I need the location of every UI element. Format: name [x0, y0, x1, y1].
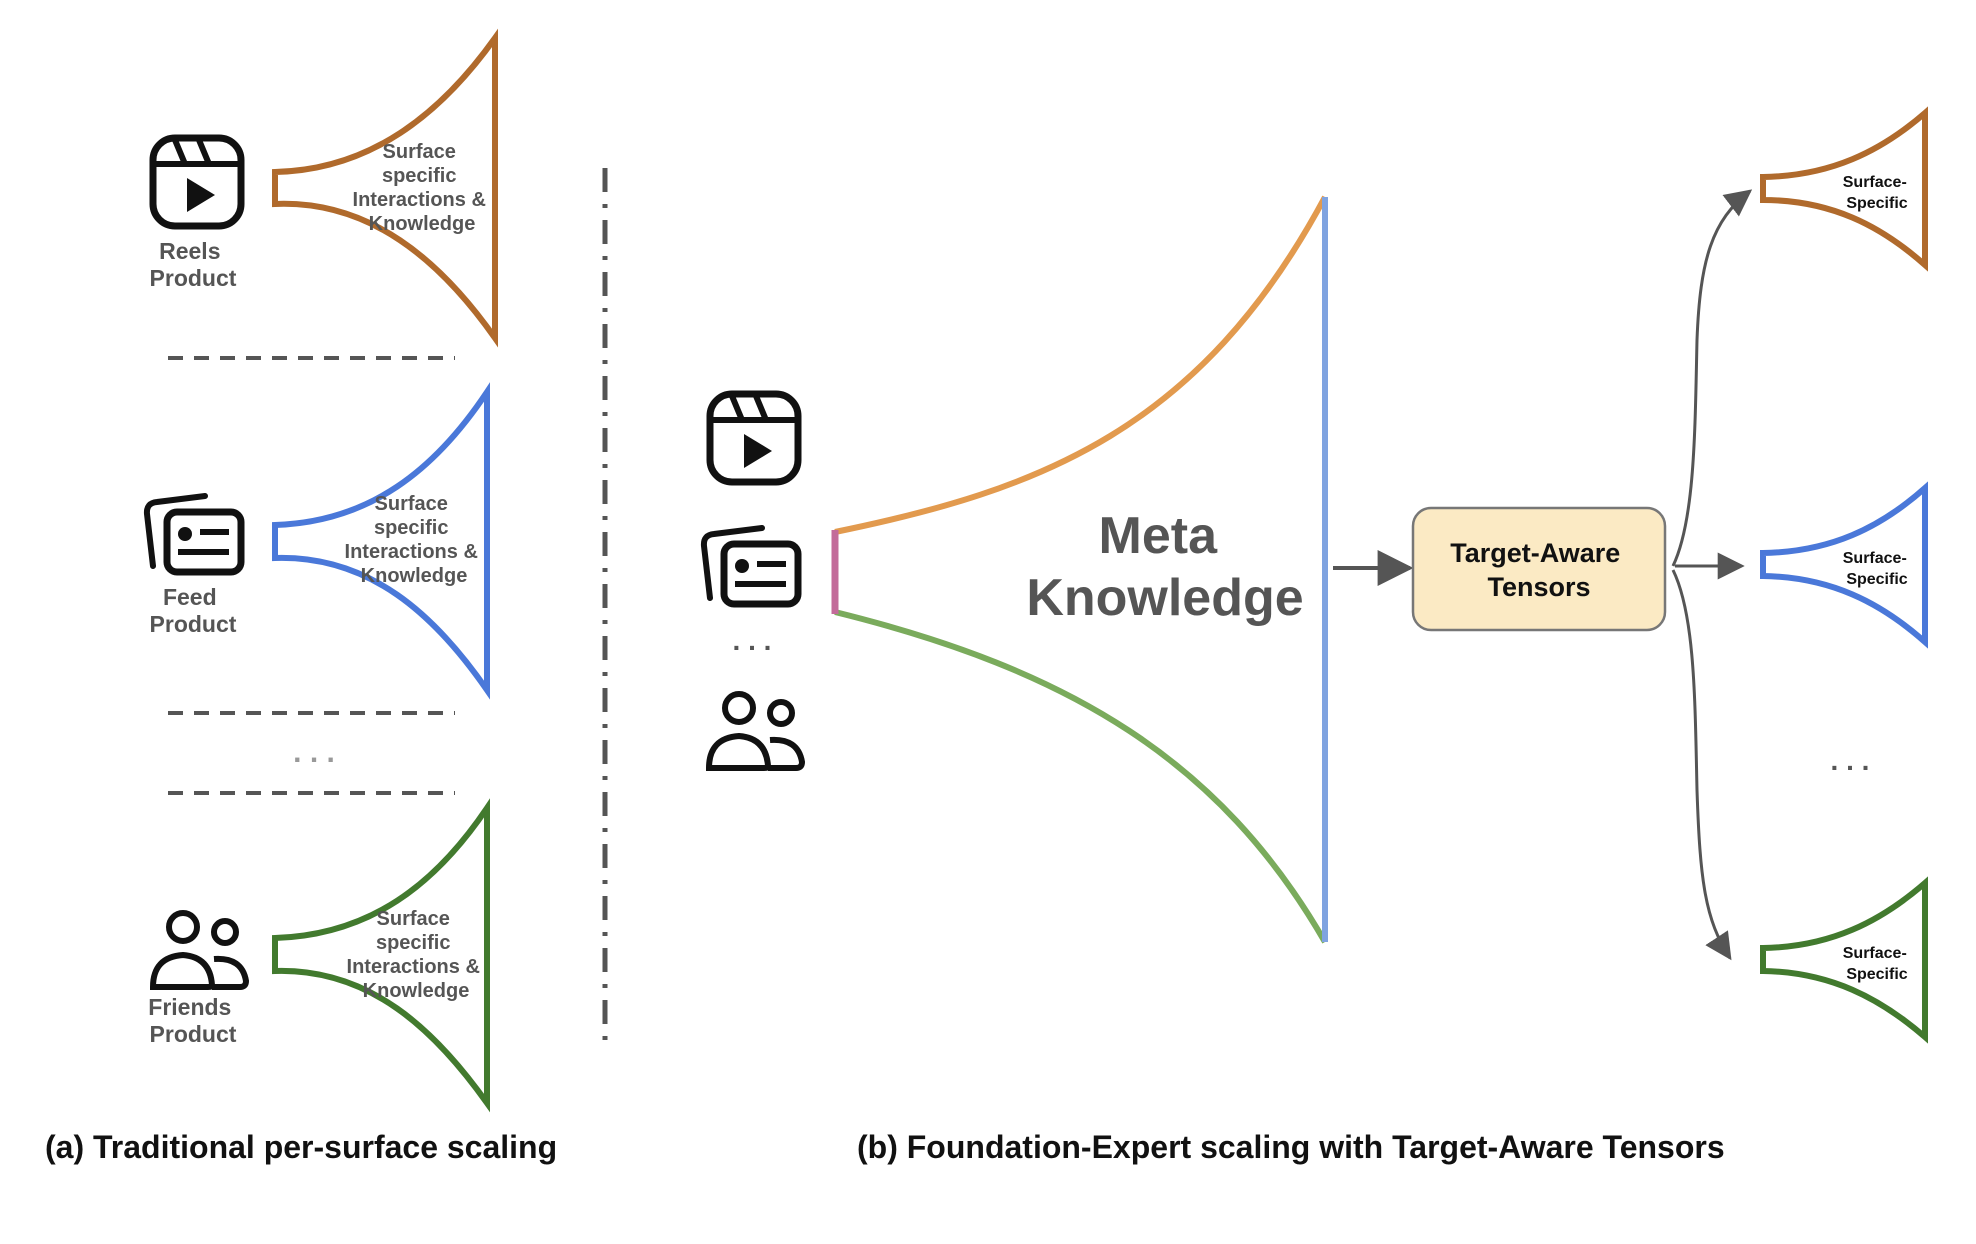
funnel-top-curve: [834, 195, 1328, 535]
friends-icon: [149, 910, 250, 990]
expert-label: Surface- Specific: [1843, 174, 1911, 212]
tensors-label: Target-Aware Tensors: [1450, 538, 1628, 602]
reels-product-label: Reels Product: [150, 238, 237, 291]
feed-icon: [700, 525, 802, 608]
caption-a: (a) Traditional per-surface scaling: [45, 1129, 557, 1165]
expert-funnel-reels: Surface- Specific: [1760, 106, 1928, 272]
branch-arrow-top: [1671, 189, 1753, 567]
friends-icon: [705, 691, 806, 771]
reels-surface-funnel: Surface specific Interactions & Knowledg…: [272, 28, 498, 348]
funnel-bottom-curve: [834, 609, 1328, 944]
ellipsis: . . .: [733, 625, 772, 656]
meta-knowledge-funnel: Meta Knowledge: [831, 195, 1328, 944]
panel-a: Surface specific Interactions & Knowledg…: [45, 28, 557, 1165]
meta-knowledge-label: Meta Knowledge: [1026, 507, 1303, 627]
expert-funnel-feed: Surface- Specific: [1760, 481, 1928, 649]
ellipsis: . . .: [1831, 745, 1870, 776]
caption-b: (b) Foundation-Expert scaling with Targe…: [857, 1129, 1725, 1165]
ellipsis: . . .: [293, 736, 335, 769]
expert-label: Surface- Specific: [1843, 945, 1911, 983]
feed-icon: [143, 493, 245, 576]
feed-product-label: Feed Product: [150, 584, 237, 637]
funnel-outline: [272, 798, 490, 1113]
funnel-label: Surface specific Interactions & Knowledg…: [345, 493, 484, 587]
funnel-outline: [272, 28, 498, 348]
friends-product-label: Friends Product: [148, 994, 237, 1047]
funnel-label: Surface specific Interactions & Knowledg…: [353, 141, 492, 235]
target-aware-tensors-box: Target-Aware Tensors: [1411, 506, 1667, 632]
funnel-label: Surface specific Interactions & Knowledg…: [347, 908, 486, 1002]
feed-surface-funnel: Surface specific Interactions & Knowledg…: [272, 382, 490, 700]
expert-label: Surface- Specific: [1843, 550, 1911, 588]
expert-funnel-friends: Surface- Specific: [1760, 876, 1928, 1044]
reels-icon: [706, 390, 802, 486]
friends-surface-funnel: Surface specific Interactions & Knowledg…: [272, 798, 490, 1113]
panel-b: . . . Meta Knowledge Target-Aware Tensor…: [700, 106, 1928, 1165]
reels-icon: [149, 134, 245, 230]
branch-arrow-bottom: [1671, 569, 1732, 961]
funnel-outline: [272, 382, 490, 700]
